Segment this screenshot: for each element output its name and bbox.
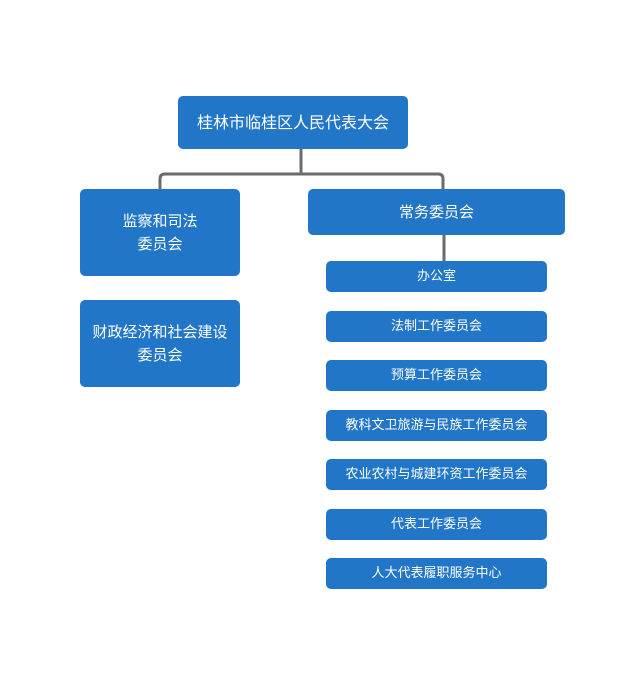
node-standing-committee-label: 常务委员会 [398,202,474,221]
node-legislative-affairs-label: 法制工作委员会 [390,318,482,334]
node-standing-committee: 常务委员会 [308,189,565,235]
root-connector [158,149,445,189]
node-general-office-label: 办公室 [416,268,456,284]
root-node-congress: 桂林市临桂区人民代表大会 [178,96,408,149]
node-agriculture-urban-label: 农业农村与城建环资工作委员会 [345,466,528,482]
node-supervision-label: 监察和司法 委员会 [122,211,198,253]
node-deputy-affairs-label: 代表工作委员会 [390,516,482,532]
node-education-culture-committee: 教科文卫旅游与民族工作委员会 [326,410,547,441]
node-finance-label: 财政经济和社会建设 委员会 [92,322,228,364]
node-budget-committee: 预算工作委员会 [326,360,547,391]
node-legislative-affairs-committee: 法制工作委员会 [326,311,547,342]
node-deputy-service-center: 人大代表履职服务中心 [326,558,547,589]
node-deputy-affairs-committee: 代表工作委员会 [326,509,547,540]
node-agriculture-urban-committee: 农业农村与城建环资工作委员会 [326,459,547,490]
root-node-label: 桂林市临桂区人民代表大会 [196,112,389,132]
node-general-office: 办公室 [326,261,547,292]
node-supervision-judicial-committee: 监察和司法 委员会 [80,189,240,276]
node-finance-economic-committee: 财政经济和社会建设 委员会 [80,300,240,387]
node-education-culture-label: 教科文卫旅游与民族工作委员会 [345,417,528,433]
node-budget-label: 预算工作委员会 [390,367,482,383]
node-deputy-service-label: 人大代表履职服务中心 [371,565,502,581]
